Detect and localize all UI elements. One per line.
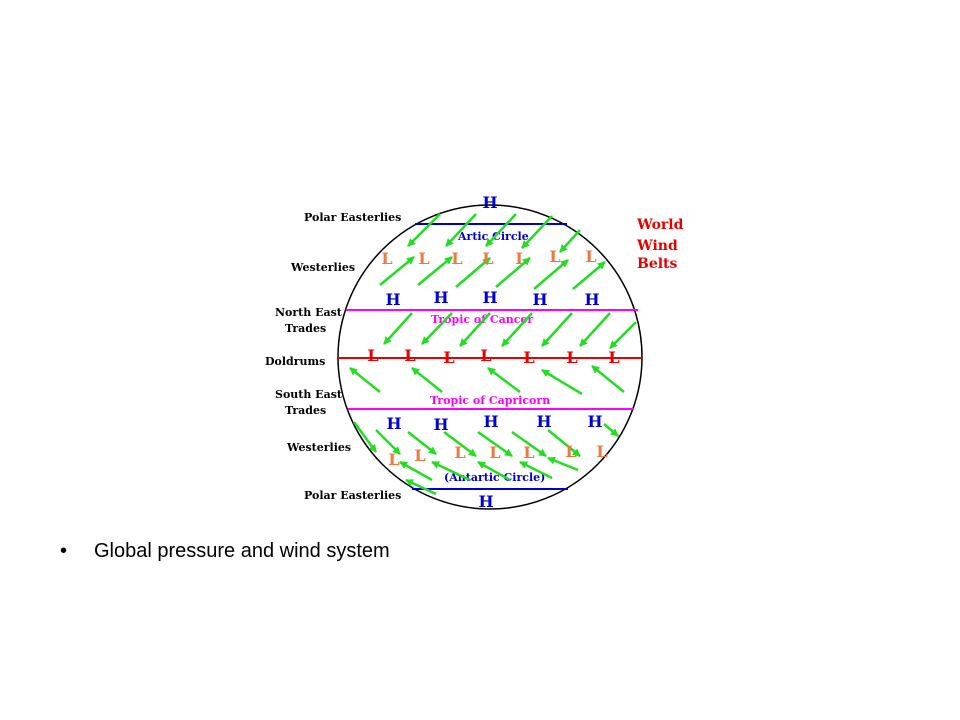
low-pressure-mark: L xyxy=(451,249,462,268)
wind-arrow xyxy=(455,257,491,288)
low-pressure-mark: L xyxy=(404,346,415,365)
high-pressure-mark: H xyxy=(584,290,599,309)
wind-arrow xyxy=(405,478,437,496)
wind-arrow xyxy=(411,367,443,393)
wind-arrow xyxy=(603,423,619,437)
wind-arrow xyxy=(407,431,437,455)
high-pressure-mark: H xyxy=(386,414,401,433)
tropic-of-cancer-label: Tropic of Cancer xyxy=(431,313,533,326)
wind-arrow xyxy=(407,213,441,247)
low-pressure-mark: L xyxy=(549,247,560,266)
title-world: World xyxy=(636,217,684,233)
bullet-symbol: • xyxy=(60,540,68,562)
wind-arrow xyxy=(477,460,511,482)
wind-arrow xyxy=(349,367,381,393)
doldrums-label: Doldrums xyxy=(265,355,325,368)
wind-arrow xyxy=(383,312,413,345)
high-pressure-mark: H xyxy=(482,193,497,212)
wind-arrow xyxy=(477,430,513,458)
high-pressure-mark: H xyxy=(482,288,497,307)
ne-trades-label-line1: North East xyxy=(275,306,343,319)
low-pressure-mark: L xyxy=(608,348,619,367)
wind-arrow xyxy=(579,312,611,347)
high-pressure-mark: H xyxy=(433,415,448,434)
wind-arrow xyxy=(417,256,453,286)
wind-arrow xyxy=(445,213,477,247)
title-belts: Belts xyxy=(637,256,678,272)
wind-arrow xyxy=(487,367,521,393)
wind-arrow xyxy=(379,256,415,286)
wind-arrow xyxy=(547,456,579,472)
wind-arrow xyxy=(541,312,573,347)
low-pressure-mark: L xyxy=(414,446,425,465)
low-pressure-mark: L xyxy=(482,249,493,268)
world-wind-belts-diagram: Artic Circle Tropic of Cancer Tropic of … xyxy=(265,193,684,511)
low-pressure-mark: L xyxy=(454,443,465,462)
wind-arrow xyxy=(609,321,637,349)
low-pressure-mark: L xyxy=(489,443,500,462)
high-pressure-mark: H xyxy=(478,492,493,511)
bullet-text: Global pressure and wind system xyxy=(94,540,390,562)
wind-arrow xyxy=(533,259,569,290)
high-pressure-mark: H xyxy=(385,290,400,309)
wind-arrow xyxy=(495,257,531,288)
wind-arrow xyxy=(547,429,581,457)
wind-arrow xyxy=(591,365,625,393)
se-trades-label-line2: Trades xyxy=(285,404,326,417)
high-pressure-mark: H xyxy=(536,412,551,431)
high-pressure-mark: H xyxy=(587,412,602,431)
wind-arrow xyxy=(443,431,477,457)
wind-arrow xyxy=(431,460,471,482)
low-pressure-mark: L xyxy=(523,443,534,462)
westerlies-north-label: Westerlies xyxy=(290,261,355,274)
ne-trades-label-line2: Trades xyxy=(285,322,326,335)
wind-arrow xyxy=(541,368,583,396)
wind-arrow xyxy=(511,430,547,458)
low-pressure-mark: L xyxy=(565,442,576,461)
low-pressure-mark: L xyxy=(443,348,454,367)
polar-easterlies-north-label: Polar Easterlies xyxy=(304,211,401,224)
polar-easterlies-south-label: Polar Easterlies xyxy=(304,489,401,502)
high-pressure-mark: H xyxy=(433,288,448,307)
wind-arrow xyxy=(352,421,378,453)
se-trades-label-line1: South East xyxy=(275,388,343,401)
low-pressure-mark: L xyxy=(418,249,429,268)
low-pressure-mark: L xyxy=(388,450,399,469)
wind-arrow xyxy=(519,460,553,480)
low-pressure-mark: L xyxy=(381,249,392,268)
wind-arrow xyxy=(421,312,453,345)
high-pressure-mark: H xyxy=(532,290,547,309)
westerlies-south-label: Westerlies xyxy=(286,441,351,454)
wind-arrow xyxy=(572,261,606,290)
wind-arrow xyxy=(559,229,581,253)
bullet-item: • Global pressure and wind system xyxy=(60,540,390,563)
wind-arrow xyxy=(459,312,491,347)
low-pressure-mark: L xyxy=(515,249,526,268)
wind-arrows xyxy=(349,213,637,496)
tropic-of-capricorn-label: Tropic of Capricorn xyxy=(430,394,550,407)
antarctic-circle-label: (Antartic Circle) xyxy=(444,471,545,484)
title-wind: Wind xyxy=(636,238,678,254)
wind-arrow xyxy=(375,429,401,455)
high-pressure-mark: H xyxy=(483,412,498,431)
low-pressure-mark: L xyxy=(566,348,577,367)
low-pressure-mark: L xyxy=(480,346,491,365)
wind-arrow xyxy=(501,312,533,347)
low-pressure-mark: L xyxy=(585,247,596,266)
wind-arrow xyxy=(399,460,433,482)
low-pressure-mark: L xyxy=(523,348,534,367)
low-pressure-mark: L xyxy=(596,442,607,461)
wind-arrow xyxy=(485,213,517,247)
low-pressure-mark: L xyxy=(367,346,378,365)
arctic-circle-label: Artic Circle xyxy=(457,230,529,243)
wind-arrow xyxy=(521,215,553,249)
